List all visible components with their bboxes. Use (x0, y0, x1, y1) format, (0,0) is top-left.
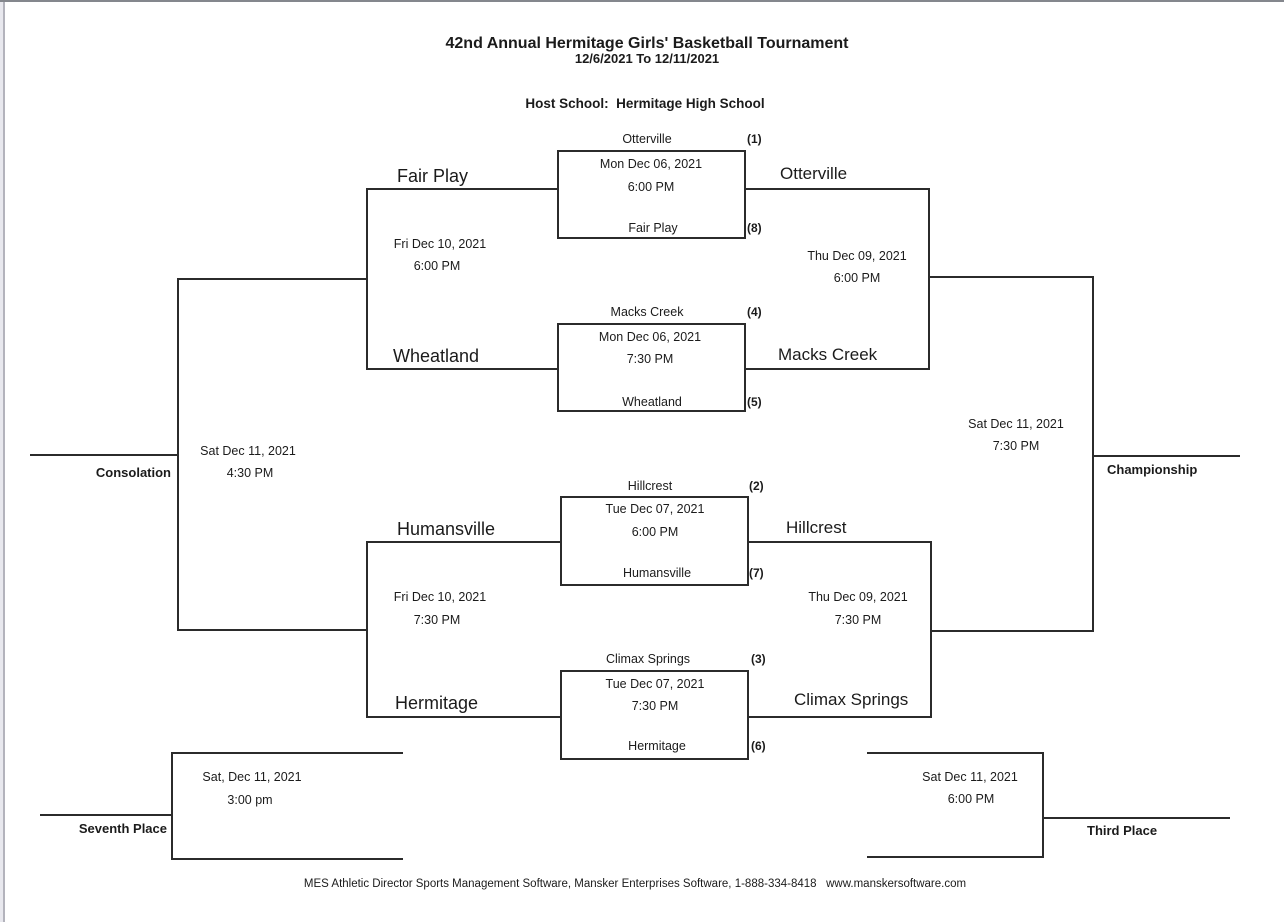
semifinal-1-connector (928, 188, 930, 370)
game-4-time: 7:30 PM (631, 699, 679, 713)
game-3-winner: Hillcrest (786, 518, 847, 537)
consolation-semifinal-2-advance-line (177, 629, 368, 631)
game-4-bottom-team: Hermitage (628, 739, 686, 753)
game-1-bottom-seed: (8) (747, 221, 762, 235)
third-place-top-line (867, 752, 1044, 754)
footer-text: MES Athletic Director Sports Management … (303, 878, 967, 890)
game-1-date: Mon Dec 06, 2021 (599, 157, 703, 171)
game-4-top-seed: (3) (751, 652, 766, 666)
consolation-label: Consolation (95, 465, 171, 480)
third-place-time: 6:00 PM (947, 792, 995, 806)
semifinal-1-advance-line (928, 276, 1094, 278)
third-place-date: Sat Dec 11, 2021 (922, 770, 1018, 784)
game-1-top-seed: (1) (747, 132, 762, 146)
game-3-bottom-team: Humansville (622, 566, 692, 580)
consolation-final-line (30, 454, 179, 456)
tournament-date-range: 12/6/2021 To 12/11/2021 (574, 51, 720, 66)
game-4-box (560, 670, 749, 760)
third-place-final-line (1042, 817, 1230, 819)
semifinal-2-connector (930, 541, 932, 718)
seventh-place-bottom-line (171, 858, 403, 860)
consolation-semifinal-1-date: Fri Dec 10, 2021 (393, 237, 487, 251)
consolation-time: 4:30 PM (226, 466, 274, 480)
game-2-bottom-team: Wheatland (622, 395, 682, 409)
seventh-place-final-line (40, 814, 173, 816)
game-3-feeder-line (367, 541, 560, 543)
game-2-winner: Macks Creek (778, 345, 878, 364)
game-2-time: 7:30 PM (626, 352, 674, 366)
championship-date: Sat Dec 11, 2021 (968, 417, 1064, 431)
game-1-bottom-team: Fair Play (628, 221, 678, 235)
game-2-box (557, 323, 746, 412)
game-1-time: 6:00 PM (627, 180, 675, 194)
left-edge-strip (0, 0, 3, 922)
seventh-place-time: 3:00 pm (227, 793, 273, 807)
semifinal-2-time: 7:30 PM (834, 613, 882, 627)
game-2-feeder-team: Wheatland (393, 346, 480, 366)
semifinal-2-date: Thu Dec 09, 2021 (808, 590, 908, 604)
game-3-top-team: Hillcrest (627, 479, 673, 493)
consolation-semifinal-1-advance-line (177, 278, 368, 280)
game-1-box (557, 150, 746, 239)
third-place-label: Third Place (1087, 823, 1158, 838)
game-3-time: 6:00 PM (631, 525, 679, 539)
game-2-top-team: Macks Creek (610, 305, 684, 319)
consolation-date: Sat Dec 11, 2021 (200, 444, 296, 458)
consolation-semifinal-2-date: Fri Dec 10, 2021 (393, 590, 487, 604)
top-edge-line (0, 0, 1284, 2)
game-4-date: Tue Dec 07, 2021 (605, 677, 705, 691)
host-school: Host School: Hermitage High School (525, 96, 765, 111)
game-3-feeder-team: Humansville (397, 519, 496, 539)
game-3-bottom-seed: (7) (749, 566, 764, 580)
left-edge-line (3, 0, 5, 922)
third-place-connector (1042, 752, 1044, 858)
championship-final-line (1092, 455, 1240, 457)
game-4-top-team: Climax Springs (605, 652, 691, 666)
game-1-top-team: Otterville (622, 132, 672, 146)
game-1-feeder-team: Fair Play (397, 166, 469, 186)
game-4-winner: Climax Springs (794, 690, 909, 709)
tournament-title: 42nd Annual Hermitage Girls' Basketball … (445, 35, 849, 52)
championship-label: Championship (1107, 462, 1198, 477)
game-1-winner: Otterville (780, 164, 848, 183)
game-1-feeder-line (367, 188, 557, 190)
game-1-winner-line (746, 188, 930, 190)
game-3-top-seed: (2) (749, 479, 764, 493)
game-4-feeder-line (367, 716, 560, 718)
consolation-semifinal-1-time: 6:00 PM (413, 259, 461, 273)
championship-connector (1092, 276, 1094, 632)
consolation-semifinal-2-time: 7:30 PM (413, 613, 461, 627)
game-4-bottom-seed: (6) (751, 739, 766, 753)
game-2-feeder-line (367, 368, 557, 370)
semifinal-1-time: 6:00 PM (833, 271, 881, 285)
semifinal-2-advance-line (930, 630, 1094, 632)
game-3-date: Tue Dec 07, 2021 (605, 502, 705, 516)
seventh-place-date: Sat, Dec 11, 2021 (202, 770, 302, 784)
game-2-date: Mon Dec 06, 2021 (598, 330, 702, 344)
championship-time: 7:30 PM (992, 439, 1040, 453)
game-3-box (560, 496, 749, 586)
game-2-top-seed: (4) (747, 305, 762, 319)
game-3-winner-line (749, 541, 932, 543)
semifinal-1-date: Thu Dec 09, 2021 (807, 249, 907, 263)
game-4-feeder-team: Hermitage (395, 693, 479, 713)
game-2-bottom-seed: (5) (747, 395, 762, 409)
seventh-place-connector (171, 752, 173, 860)
third-place-bottom-line (867, 856, 1044, 858)
game-4-winner-line (749, 716, 932, 718)
seventh-place-label: Seventh Place (78, 821, 167, 836)
game-2-winner-line (746, 368, 930, 370)
seventh-place-top-line (171, 752, 403, 754)
